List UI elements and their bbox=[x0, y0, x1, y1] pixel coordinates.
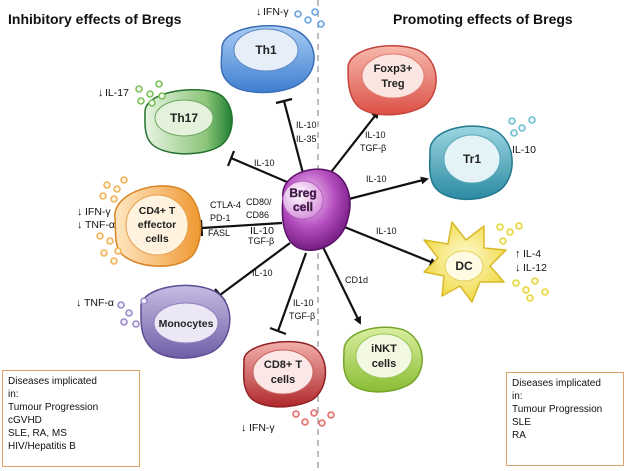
breg-label-line-1: Breg bbox=[289, 186, 316, 200]
dc-cytokine-label-1: IL-4 bbox=[523, 248, 541, 260]
cd4-edge-label-left-3: FASL bbox=[208, 228, 230, 238]
cd8-label-line-1: CD8+ T bbox=[264, 359, 302, 371]
th1-label: Th1 bbox=[255, 43, 277, 57]
dc-cytokine-dots bbox=[496, 222, 549, 302]
cd8-cytokine-dots bbox=[292, 409, 335, 427]
th17-cell: Th17 bbox=[144, 89, 233, 155]
diseases-left-item: cGVHD bbox=[8, 415, 42, 426]
cd4-cytokine-dots bbox=[96, 176, 128, 265]
foxp3-edge-label-2: TGF-β bbox=[360, 143, 386, 153]
tr1-cytokine-label: IL-10 bbox=[512, 144, 536, 156]
diseases-right-item: Tumour Progression bbox=[512, 404, 603, 415]
monocytes-cytokine-dots bbox=[117, 297, 148, 328]
th1-edge-label-1: IL-10 bbox=[296, 120, 317, 130]
edge-breg-tr1 bbox=[344, 176, 429, 202]
inkt-edge-label: CD1d bbox=[345, 275, 368, 285]
diseases-left-item: Tumour Progression bbox=[8, 402, 99, 413]
breg-label-line-2: cell bbox=[293, 200, 313, 214]
cd4-down-arrow-2: ↓ bbox=[77, 219, 83, 231]
th17-down-arrow: ↓ bbox=[98, 87, 104, 99]
foxp3-treg-cell: Foxp3+ Treg bbox=[347, 44, 437, 116]
tr1-edge-label: IL-10 bbox=[366, 174, 387, 184]
edge-breg-dc bbox=[341, 224, 438, 266]
diseases-right-title-2: in: bbox=[512, 391, 523, 402]
cd8-edge-label-1: IL-10 bbox=[293, 298, 314, 308]
monocytes-down-arrow: ↓ bbox=[76, 297, 82, 309]
edge-breg-cd8-bar bbox=[269, 326, 287, 336]
th17-cytokine-label: IL-17 bbox=[105, 87, 129, 99]
dc-cytokine-label-2: IL-12 bbox=[523, 262, 547, 274]
th1-cytokine-dots bbox=[294, 8, 325, 28]
diseases-left-title-2: in: bbox=[8, 389, 19, 400]
cd4-label-line-3: cells bbox=[145, 233, 169, 245]
cd8-edge-label-2: TGF-β bbox=[289, 311, 315, 321]
th17-label: Th17 bbox=[170, 111, 198, 125]
th17-cytokine-dots bbox=[135, 80, 166, 107]
cd4-down-arrow-1: ↓ bbox=[77, 206, 83, 218]
th1-cell: Th1 bbox=[220, 24, 315, 94]
diseases-box-inhibitory: Diseases implicated in: Tumour Progressi… bbox=[2, 370, 140, 467]
cd4-edge-label-bottom-2: TGF-β bbox=[248, 236, 274, 246]
inkt-label-line-2: cells bbox=[372, 358, 396, 370]
cd4-edge-label-right-2: CD86 bbox=[246, 210, 269, 220]
edge-breg-monocytes bbox=[219, 242, 291, 296]
edge-breg-th17 bbox=[230, 156, 288, 184]
th1-edge-label-2: IL-35 bbox=[296, 134, 317, 144]
monocytes-edge-label: IL-10 bbox=[252, 268, 273, 278]
tr1-cytokine-dots bbox=[508, 116, 536, 137]
edge-breg-th1 bbox=[282, 100, 306, 178]
cd8-cytokine-label: IFN-γ bbox=[249, 422, 275, 434]
diseases-left-item: HIV/Hepatitis B bbox=[8, 441, 76, 452]
cd4-effector-cell: CD4+ T effector cells bbox=[114, 185, 202, 267]
foxp3-label-line-2: Treg bbox=[381, 78, 404, 90]
edge-breg-th1-bar bbox=[275, 97, 293, 105]
th1-cytokine-label: IFN-γ bbox=[263, 6, 289, 18]
monocytes-cytokine-label: TNF-α bbox=[84, 297, 114, 309]
monocytes-cell: Monocytes bbox=[140, 284, 231, 359]
cd8-down-arrow: ↓ bbox=[241, 422, 247, 434]
dc-edge-label: IL-10 bbox=[376, 226, 397, 236]
cd4-edge-label-left-2: PD-1 bbox=[210, 213, 231, 223]
dc-cell: DC bbox=[423, 221, 507, 303]
diseases-right-title-1: Diseases implicated bbox=[512, 378, 601, 389]
foxp3-edge-label-1: IL-10 bbox=[365, 130, 386, 140]
dc-up-arrow: ↑ bbox=[515, 248, 521, 260]
promoting-connectors bbox=[322, 110, 438, 325]
cd4-edge-label-left-1: CTLA-4 bbox=[210, 200, 241, 210]
diseases-left-title-1: Diseases implicated bbox=[8, 376, 97, 387]
diseases-right-item: SLE bbox=[512, 417, 531, 428]
edge-breg-cd8 bbox=[276, 252, 308, 332]
edge-breg-inkt bbox=[322, 246, 361, 325]
diseases-box-promoting: Diseases implicated in: Tumour Progressi… bbox=[506, 372, 624, 466]
cd8-cell: CD8+ T cells bbox=[242, 340, 327, 408]
edge-breg-cd4 bbox=[201, 221, 283, 230]
tr1-cell: Tr1 bbox=[428, 125, 513, 201]
dc-label: DC bbox=[455, 259, 473, 273]
cd4-label-line-2: effector bbox=[138, 219, 177, 231]
diseases-right-item: RA bbox=[512, 430, 526, 441]
cd4-edge-label-bottom-1: IL-10 bbox=[250, 225, 274, 237]
cd8-label-line-2: cells bbox=[271, 374, 295, 386]
cd4-cytokine-label-1: IFN-γ bbox=[85, 206, 111, 218]
breg-cell: Breg cell bbox=[281, 168, 351, 251]
th17-edge-label: IL-10 bbox=[254, 158, 275, 168]
cd4-label-line-1: CD4+ T bbox=[139, 205, 176, 217]
diseases-left-item: SLE, RA, MS bbox=[8, 428, 67, 439]
monocytes-label: Monocytes bbox=[159, 318, 214, 330]
edge-breg-foxp3 bbox=[327, 110, 380, 177]
edge-breg-th17-bar bbox=[226, 150, 236, 167]
dc-down-arrow: ↓ bbox=[515, 262, 521, 274]
cd4-edge-label-right-1: CD80/ bbox=[246, 197, 272, 207]
inhibitory-connectors bbox=[199, 97, 308, 336]
th1-down-arrow: ↓ bbox=[256, 6, 262, 18]
foxp3-label-line-1: Foxp3+ bbox=[374, 63, 413, 75]
cd4-cytokine-label-2: TNF-α bbox=[85, 219, 115, 231]
inkt-cell: iNKT cells bbox=[342, 326, 423, 393]
inkt-label-line-1: iNKT bbox=[371, 343, 397, 355]
inhibitory-heading: Inhibitory effects of Bregs bbox=[8, 11, 182, 27]
tr1-label: Tr1 bbox=[463, 152, 481, 166]
promoting-heading: Promoting effects of Bregs bbox=[393, 11, 573, 27]
